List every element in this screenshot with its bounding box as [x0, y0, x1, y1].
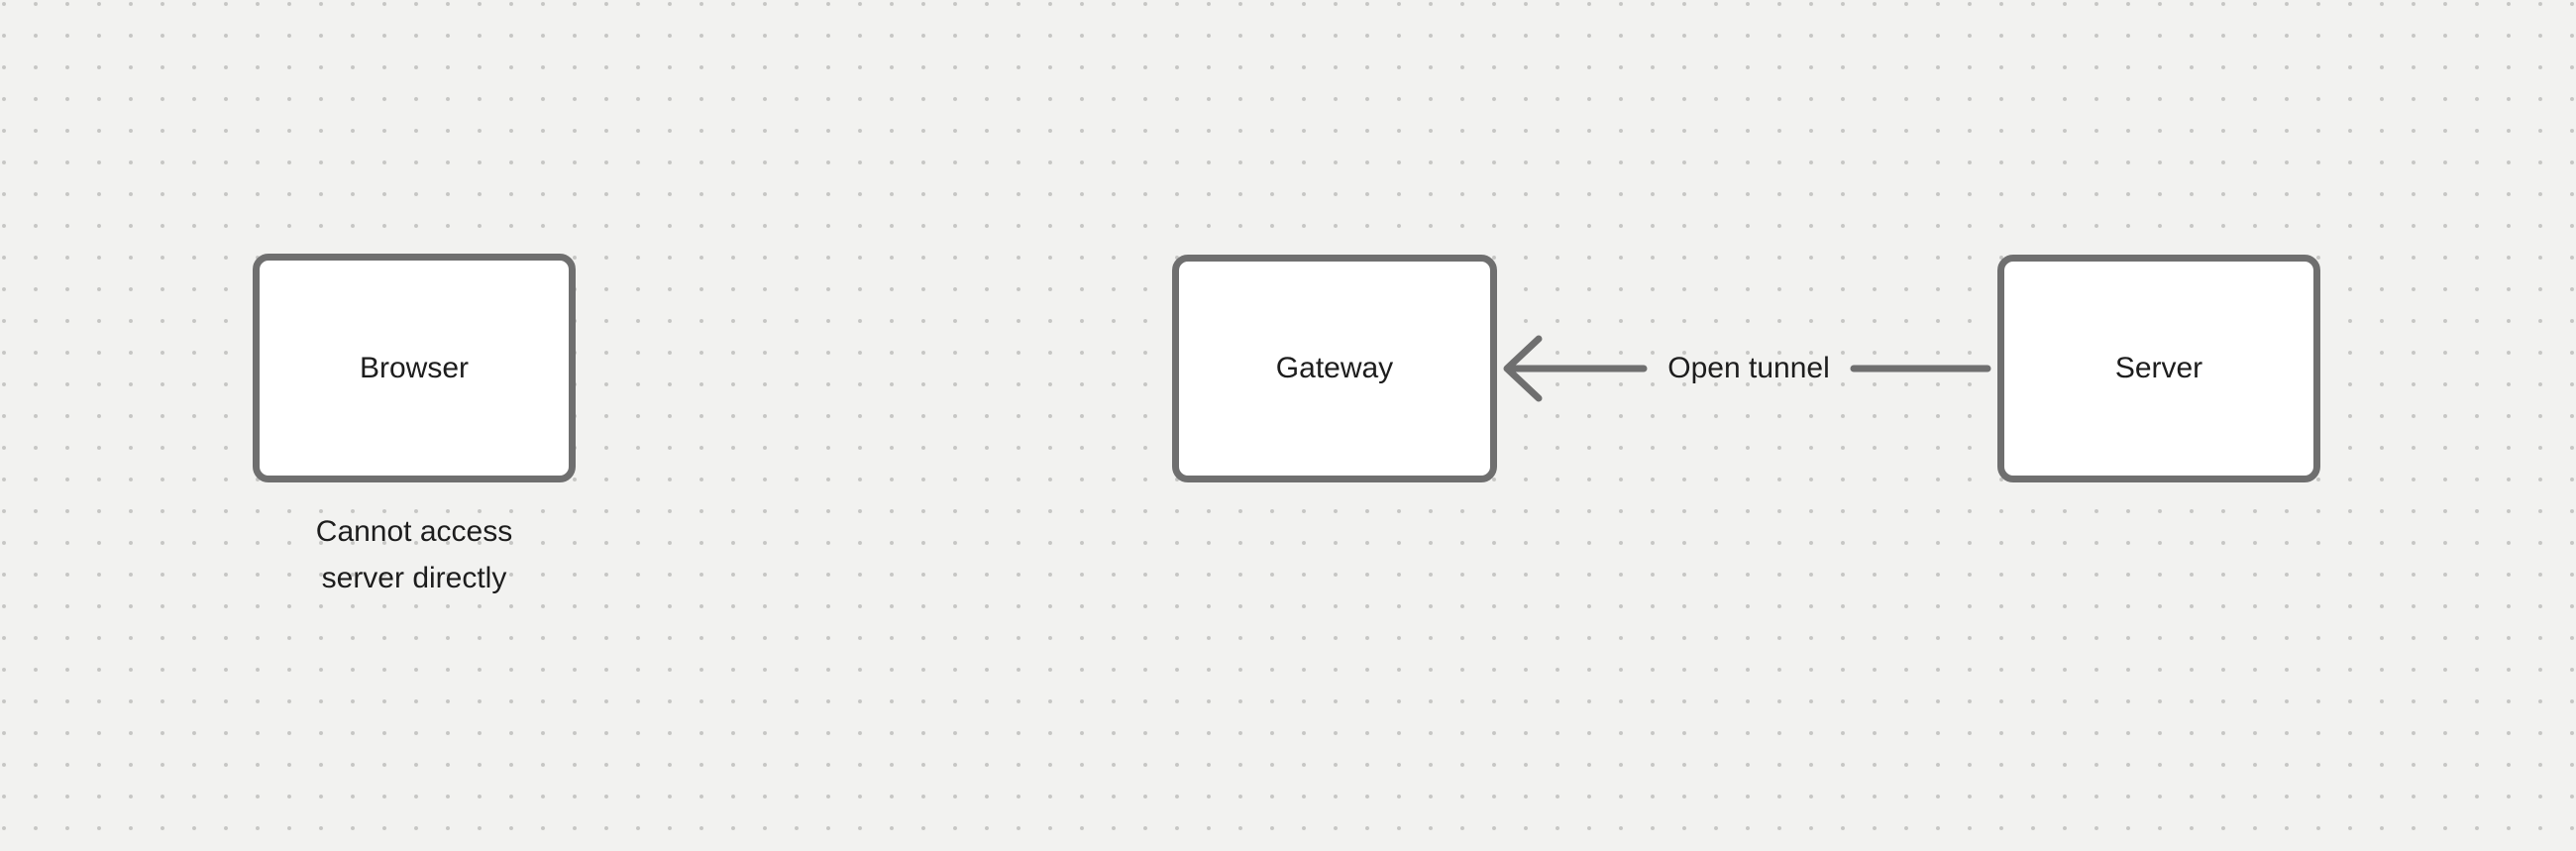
node-server[interactable]: Server	[1997, 255, 2320, 482]
caption-line-2: server directly	[321, 562, 507, 594]
caption-line-1: Cannot access	[315, 515, 513, 548]
node-gateway[interactable]: Gateway	[1172, 255, 1497, 482]
node-browser[interactable]: Browser	[253, 254, 576, 482]
node-gateway-label: Gateway	[1275, 352, 1394, 384]
node-server-label: Server	[2114, 352, 2203, 384]
node-browser-label: Browser	[359, 351, 470, 384]
caption-cannot-access[interactable]: Cannot access server directly	[316, 508, 512, 601]
edge-label-open-tunnel[interactable]: Open tunnel	[1667, 352, 1830, 384]
